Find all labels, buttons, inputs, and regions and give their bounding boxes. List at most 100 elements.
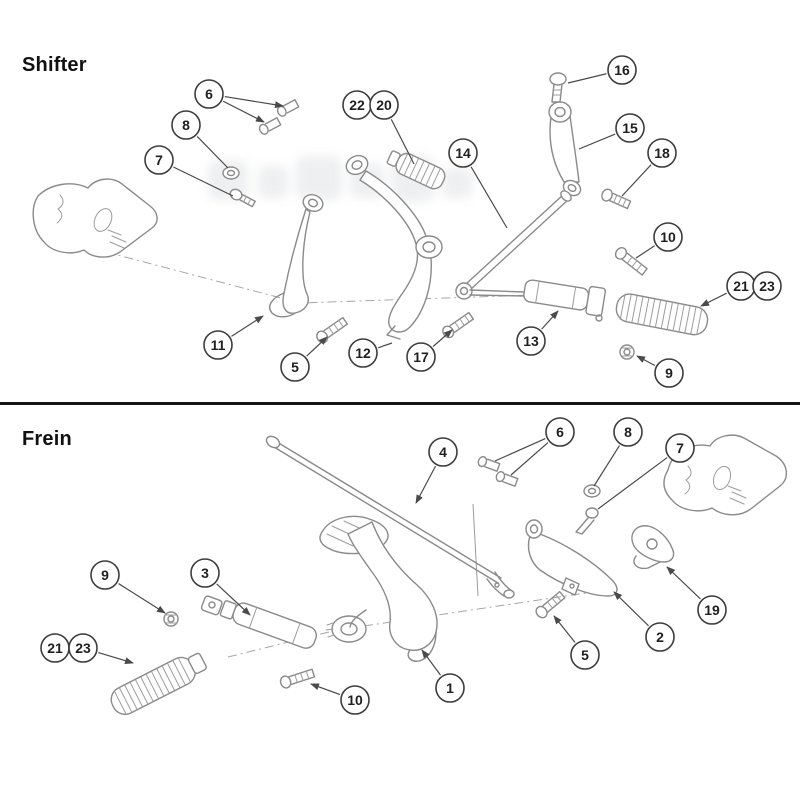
svg-text:7: 7 — [676, 440, 684, 456]
leader-line-shifter-7 — [173, 166, 234, 197]
frein-diagram — [110, 434, 787, 716]
callout-shifter-14: 14 — [448, 138, 478, 168]
part-bolt-10 — [614, 247, 648, 276]
section-label-shifter: Shifter — [22, 54, 87, 76]
svg-text:8: 8 — [182, 117, 190, 133]
part-footpeg-shifter — [615, 293, 709, 336]
svg-text:5: 5 — [291, 359, 299, 375]
leader-line-shifter-12 — [377, 342, 393, 349]
leader-line-frein-3 — [216, 583, 251, 616]
svg-text:10: 10 — [347, 692, 363, 708]
part-frame-cutaway-right — [663, 434, 787, 516]
callout-shifter-10: 10 — [653, 222, 683, 252]
callout-shifter-16: 16 — [607, 55, 637, 85]
svg-text:12: 12 — [355, 345, 371, 361]
svg-text:13: 13 — [523, 333, 539, 349]
leader-line-shifter-11 — [231, 315, 264, 337]
part-frame-cutaway-left — [32, 178, 158, 258]
svg-text:1: 1 — [446, 680, 454, 696]
leader-line-frein-19 — [666, 566, 701, 600]
part-cylinder-3 — [200, 595, 317, 649]
svg-text:10: 10 — [660, 229, 676, 245]
part-nut-9-frein — [163, 611, 179, 627]
callout-frein-1: 1 — [435, 673, 465, 703]
svg-text:6: 6 — [556, 424, 564, 440]
svg-text:6: 6 — [205, 86, 213, 102]
part-rod-14 — [455, 190, 572, 300]
leader-line-shifter-15 — [578, 133, 616, 150]
callout-frein-2: 2 — [645, 622, 675, 652]
svg-text:18: 18 — [654, 145, 670, 161]
callout-shifter-12: 12 — [348, 338, 378, 368]
part-bracket-19 — [631, 525, 675, 570]
leader-line-shifter-20 — [390, 118, 415, 165]
part-bolt-7-frein — [575, 507, 599, 535]
svg-text:23: 23 — [759, 278, 775, 294]
callout-frein-21: 21 — [40, 633, 70, 663]
svg-text:20: 20 — [376, 97, 392, 113]
svg-text:3: 3 — [201, 565, 209, 581]
leader-line-shifter-6 — [222, 100, 265, 123]
callout-shifter-9: 9 — [654, 358, 684, 388]
part-bolt-18 — [601, 188, 632, 210]
part-brake-rod — [265, 435, 515, 599]
callout-frein-23: 23 — [68, 633, 98, 663]
callout-frein-8: 8 — [613, 417, 643, 447]
callout-shifter-21: 21 — [726, 271, 756, 301]
callout-shifter-8: 8 — [171, 110, 201, 140]
part-washer-8-frein — [583, 484, 601, 498]
leader-line-shifter-9 — [636, 355, 656, 367]
part-bolts-6-shifter — [258, 99, 300, 135]
section-label-frein: Frein — [22, 428, 72, 450]
svg-text:2: 2 — [656, 629, 664, 645]
svg-text:16: 16 — [614, 62, 630, 78]
leader-line-shifter-21 — [700, 292, 727, 307]
svg-text:17: 17 — [413, 349, 429, 365]
callout-shifter-23: 23 — [752, 271, 782, 301]
callout-shifter-15: 15 — [615, 113, 645, 143]
part-linkage-13 — [469, 279, 607, 322]
leader-line-shifter-18 — [621, 164, 652, 197]
shifter-centerline — [105, 251, 534, 304]
section-divider — [0, 402, 800, 405]
callout-shifter-6: 6 — [194, 79, 224, 109]
callout-frein-3: 3 — [190, 558, 220, 588]
leader-line-shifter-6 — [224, 95, 284, 109]
leader-line-frein-6 — [510, 442, 549, 476]
svg-text:9: 9 — [101, 567, 109, 583]
leader-line-frein-6 — [494, 437, 546, 462]
svg-text:22: 22 — [349, 97, 365, 113]
part-bolt-10-frein — [279, 668, 316, 689]
svg-text:14: 14 — [455, 145, 471, 161]
svg-text:5: 5 — [581, 647, 589, 663]
callout-frein-10: 10 — [340, 685, 370, 715]
svg-text:9: 9 — [665, 365, 673, 381]
svg-text:4: 4 — [439, 444, 447, 460]
callout-shifter-22: 22 — [342, 90, 372, 120]
svg-text:19: 19 — [704, 602, 720, 618]
callout-frein-4: 4 — [428, 437, 458, 467]
callout-frein-5: 5 — [570, 640, 600, 670]
part-brake-arm — [525, 519, 618, 597]
callout-shifter-11: 11 — [203, 330, 233, 360]
part-washer-8-shifter — [222, 166, 240, 180]
leader-line-frein-9 — [118, 583, 166, 614]
leader-line-frein-2 — [613, 591, 649, 627]
leader-line-shifter-10 — [635, 245, 655, 259]
callout-shifter-13: 13 — [516, 326, 546, 356]
svg-text:15: 15 — [622, 120, 638, 136]
leader-line-shifter-5 — [306, 336, 328, 357]
part-footpeg-frein — [110, 652, 207, 716]
svg-text:21: 21 — [47, 640, 63, 656]
svg-text:11: 11 — [211, 337, 226, 353]
leader-line-shifter-16 — [567, 73, 607, 84]
leader-line-frein-8 — [593, 445, 620, 487]
frein-thin-rod — [472, 503, 479, 597]
part-threaded-peg — [386, 150, 446, 190]
svg-text:23: 23 — [75, 640, 91, 656]
part-center-arm — [345, 154, 443, 340]
leader-line-shifter-17 — [432, 329, 453, 347]
